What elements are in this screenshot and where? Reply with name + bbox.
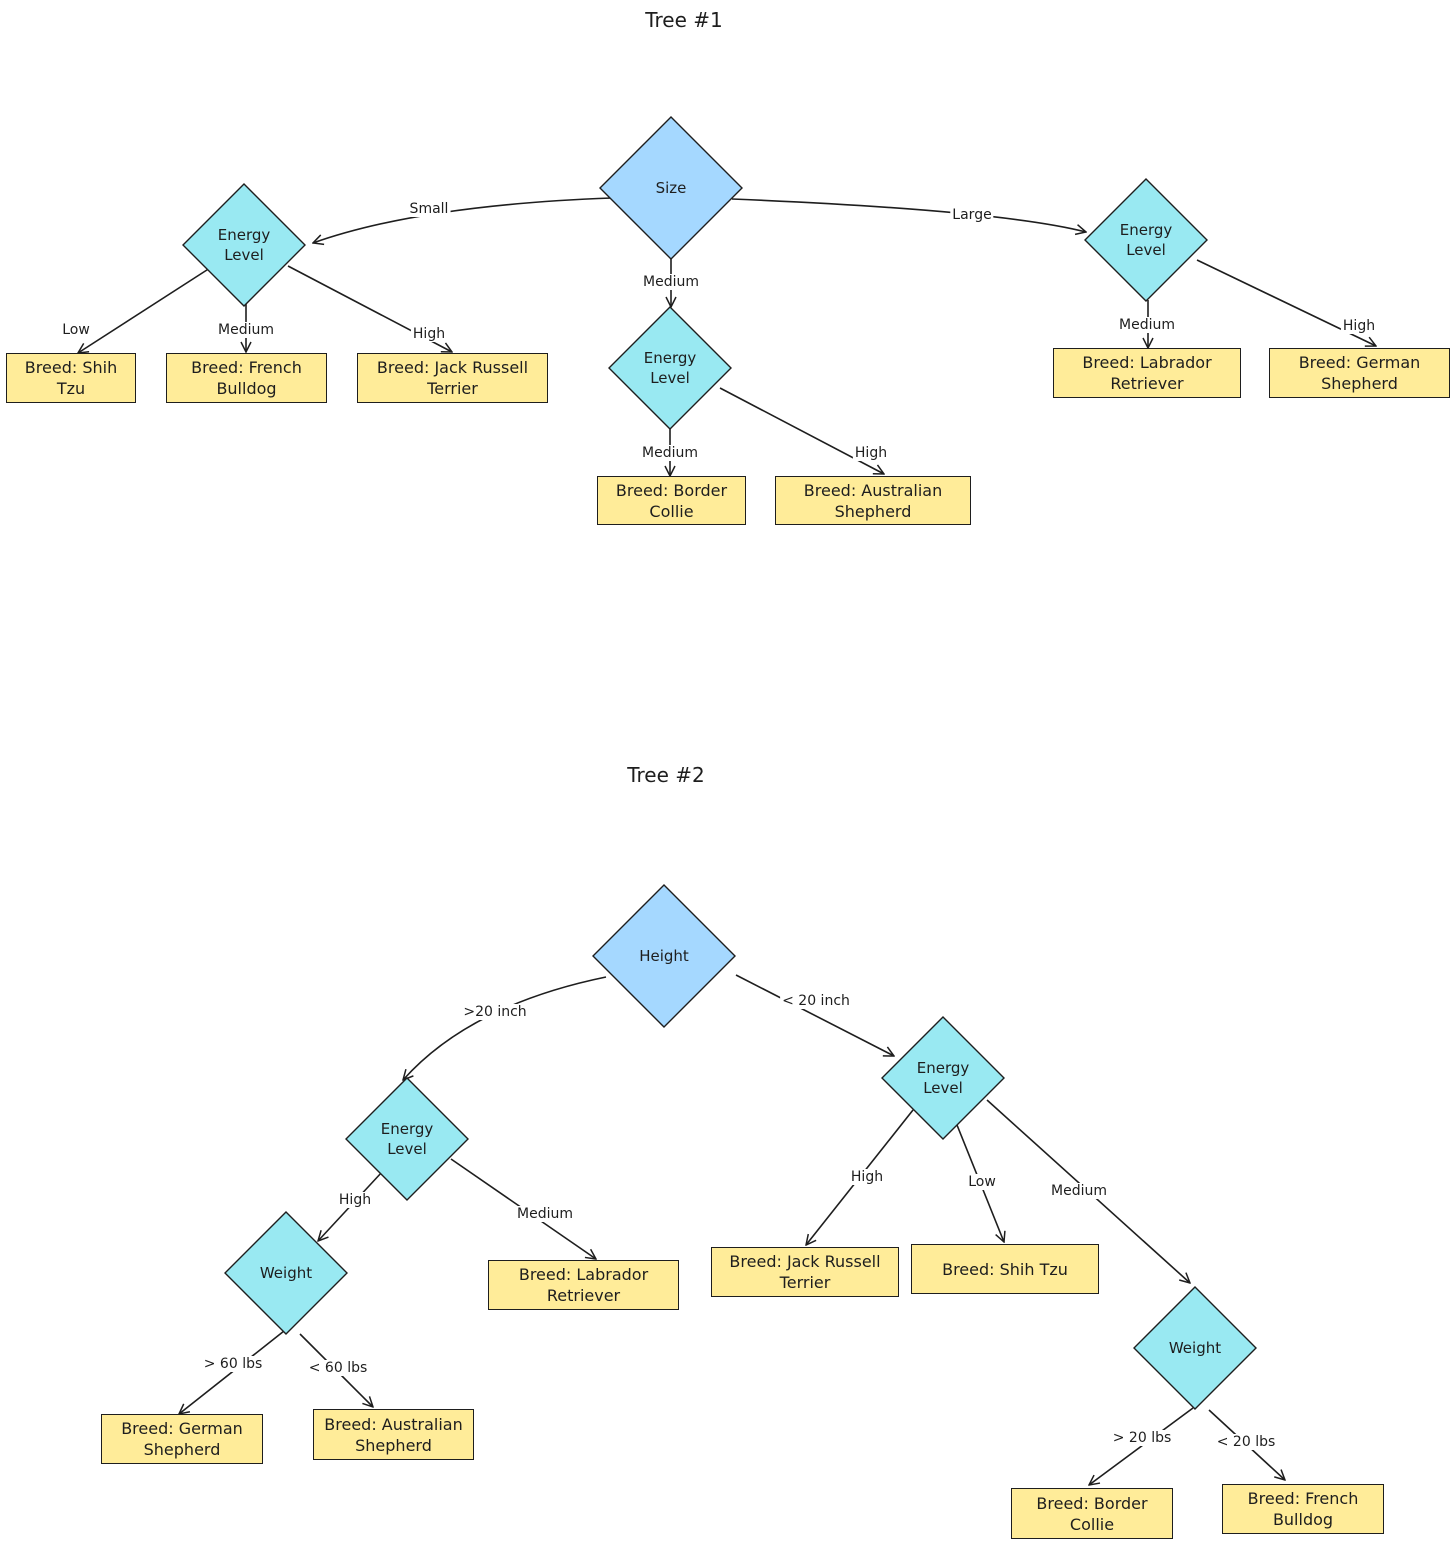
- tree1-edge-label-medium: Medium: [641, 274, 701, 290]
- edge-weight-gt60: [179, 1330, 285, 1414]
- tree2-weight-right-node: Weight: [1133, 1286, 1257, 1410]
- tree2-energy-right-label: Energy Level: [916, 1059, 970, 1097]
- tree2-edge-label-right-medium: Medium: [1049, 1183, 1109, 1199]
- tree2-edge-label-lt20lbs: < 20 lbs: [1214, 1434, 1278, 1450]
- tree2-edge-label-left-medium: Medium: [515, 1206, 575, 1222]
- tree2-edge-label-right-low: Low: [966, 1174, 998, 1190]
- tree1-leaf-jack-russell: Breed: Jack Russell Terrier: [357, 353, 548, 403]
- tree2-energy-left-label: Energy Level: [380, 1120, 434, 1158]
- tree1-leaf-french-bulldog: Breed: French Bulldog: [166, 353, 327, 403]
- tree2-leaf-australian-shepherd: Breed: Australian Shepherd: [313, 1409, 474, 1460]
- tree2-edge-label-gt20inch: >20 inch: [461, 1004, 529, 1020]
- edge-height-gt20: [403, 976, 607, 1080]
- tree1-leaf-german-shepherd: Breed: German Shepherd: [1269, 348, 1450, 398]
- tree2-edge-label-lt60: < 60 lbs: [306, 1360, 370, 1376]
- tree2-weight-left-label: Weight: [259, 1264, 313, 1282]
- tree1-leaf-shih-tzu: Breed: Shih Tzu: [6, 353, 136, 403]
- tree1-leaf-border-collie: Breed: Border Collie: [597, 476, 746, 525]
- edge-weight-gt20: [1089, 1407, 1194, 1485]
- tree2-leaf-shih-tzu: Breed: Shih Tzu: [911, 1244, 1099, 1294]
- tree1-edge-label-medium-medium: Medium: [640, 445, 700, 461]
- tree1-edge-label-large-high: High: [1340, 318, 1378, 334]
- tree2-weight-right-label: Weight: [1168, 1339, 1222, 1357]
- tree1-title: Tree #1: [645, 8, 723, 32]
- tree1-energy-large-label: Energy Level: [1119, 221, 1173, 259]
- tree2-energy-left-node: Energy Level: [345, 1077, 469, 1201]
- tree1-energy-small-node: Energy Level: [182, 183, 306, 307]
- edge-small-low: [78, 267, 211, 353]
- tree1-edge-label-small: Small: [407, 201, 451, 217]
- tree2-height-label: Height: [639, 947, 689, 965]
- tree1-energy-medium-label: Energy Level: [643, 349, 697, 387]
- tree2-leaf-german-shepherd: Breed: German Shepherd: [101, 1414, 263, 1464]
- tree1-leaf-australian-shepherd: Breed: Australian Shepherd: [775, 476, 971, 525]
- tree2-height-node: Height: [592, 884, 736, 1028]
- tree2-edge-label-gt60: > 60 lbs: [201, 1356, 265, 1372]
- tree1-leaf-labrador: Breed: Labrador Retriever: [1053, 348, 1241, 398]
- tree2-leaf-jack-russell: Breed: Jack Russell Terrier: [711, 1247, 899, 1297]
- tree1-energy-small-label: Energy Level: [217, 226, 271, 264]
- tree1-edge-label-medium-high: High: [852, 445, 890, 461]
- tree1-energy-medium-node: Energy Level: [608, 306, 732, 430]
- tree1-energy-large-node: Energy Level: [1084, 178, 1208, 302]
- tree1-size-node: Size: [599, 116, 743, 260]
- tree2-leaf-labrador: Breed: Labrador Retriever: [488, 1260, 679, 1310]
- edge-height-lt20: [735, 974, 894, 1056]
- edge-medium-high: [719, 387, 884, 474]
- tree2-title: Tree #2: [627, 763, 705, 787]
- tree1-edge-label-small-low: Low: [60, 322, 92, 338]
- tree1-edge-label-large: Large: [950, 207, 994, 223]
- tree2-energy-right-node: Energy Level: [881, 1016, 1005, 1140]
- tree2-edge-label-right-high: High: [848, 1169, 886, 1185]
- tree2-weight-left-node: Weight: [224, 1211, 348, 1335]
- tree2-leaf-french-bulldog: Breed: French Bulldog: [1222, 1484, 1384, 1534]
- tree1-edge-label-small-high: High: [410, 326, 448, 342]
- tree2-edge-label-left-high: High: [336, 1192, 374, 1208]
- tree2-edge-label-gt20lbs: > 20 lbs: [1110, 1430, 1174, 1446]
- tree1-edge-label-small-medium: Medium: [216, 322, 276, 338]
- tree1-size-label: Size: [655, 179, 687, 197]
- edge-size-small: [313, 197, 613, 243]
- edge-size-large: [731, 198, 1086, 232]
- tree1-edge-label-large-medium: Medium: [1117, 317, 1177, 333]
- tree2-leaf-border-collie: Breed: Border Collie: [1011, 1488, 1173, 1539]
- tree2-edge-label-lt20inch: < 20 inch: [780, 993, 852, 1009]
